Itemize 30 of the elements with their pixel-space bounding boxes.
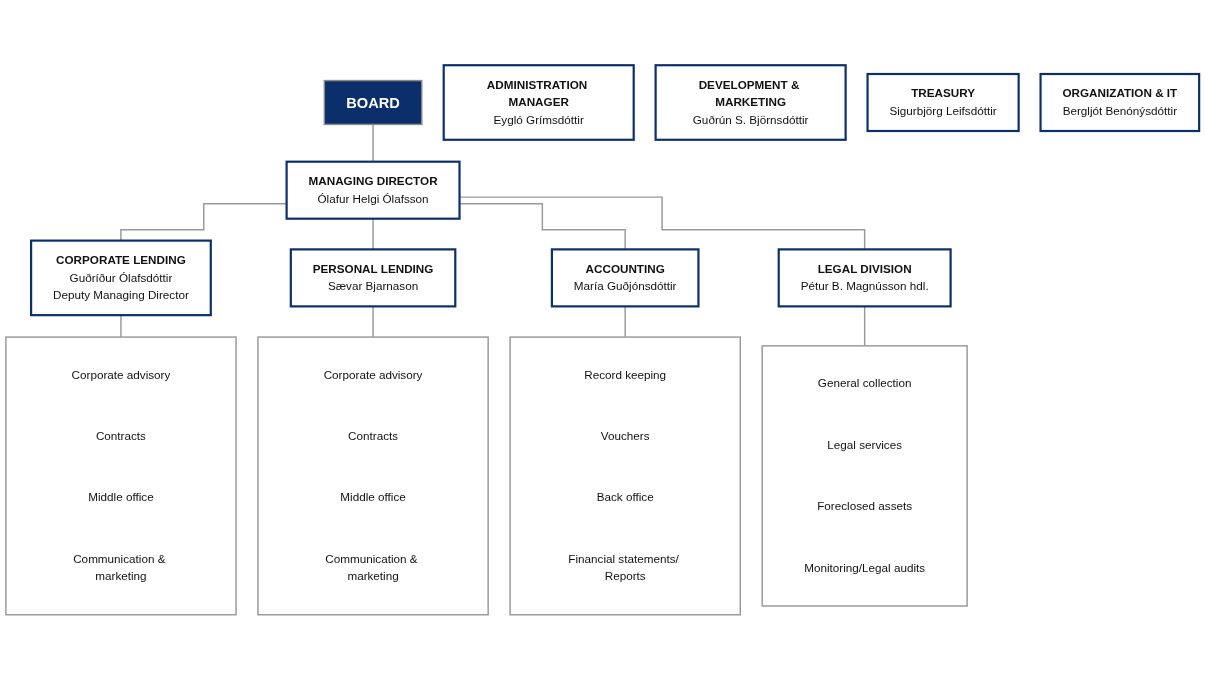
node-box: DEVELOPMENT & MARKETING Guðrún S. Björnsdóttir — [654, 64, 847, 141]
cluster — [761, 345, 968, 607]
node-text: Foreclosed assets — [817, 500, 913, 513]
node-text: Corporate advisory — [71, 368, 171, 381]
node-text: Back office — [596, 491, 654, 504]
node-text: Communication & marketing — [325, 552, 418, 583]
node-text: Communication & marketing — [73, 552, 166, 583]
node-text: General collection — [817, 377, 912, 390]
node-text: Contracts — [95, 429, 146, 443]
node-box: MANAGING DIRECTOR Ólafur Helgi Ólafsson — [285, 160, 461, 220]
node-text: Contracts — [348, 429, 399, 443]
cluster — [5, 336, 237, 616]
node-text: Financial statements/ Reports — [568, 552, 679, 583]
node-box: CORPORATE LENDING Guðríður Ólafsdóttir Deputy Managing Director — [30, 239, 212, 317]
node-text: Record keeping — [584, 368, 667, 381]
node-box: ACCOUNTING María Guðjónsdóttir — [550, 248, 700, 308]
node-text: Legal services — [827, 438, 903, 452]
node-box: LEGAL DIVISION Pétur B. Magnússon hdl. — [777, 248, 952, 308]
node-text: Middle office — [88, 491, 154, 504]
node-box: ORGANIZATION & IT Bergljót Benónýsdóttir — [1039, 72, 1201, 133]
cluster — [257, 336, 489, 616]
node-box: PERSONAL LENDING Sævar Bjarnason — [289, 248, 457, 308]
node-box: BOARD — [323, 79, 423, 126]
node-text: Corporate advisory — [323, 368, 423, 381]
node-text: Middle office — [340, 491, 406, 504]
node-text: Monitoring/Legal audits — [804, 561, 926, 574]
node-box: TREASURY Sigurbjörg Leifsdóttir — [866, 72, 1020, 133]
node-box: ADMINISTRATION MANAGER Eygló Grímsdóttir — [442, 64, 635, 141]
node-text: Vouchers — [600, 429, 650, 443]
cluster — [509, 336, 741, 616]
